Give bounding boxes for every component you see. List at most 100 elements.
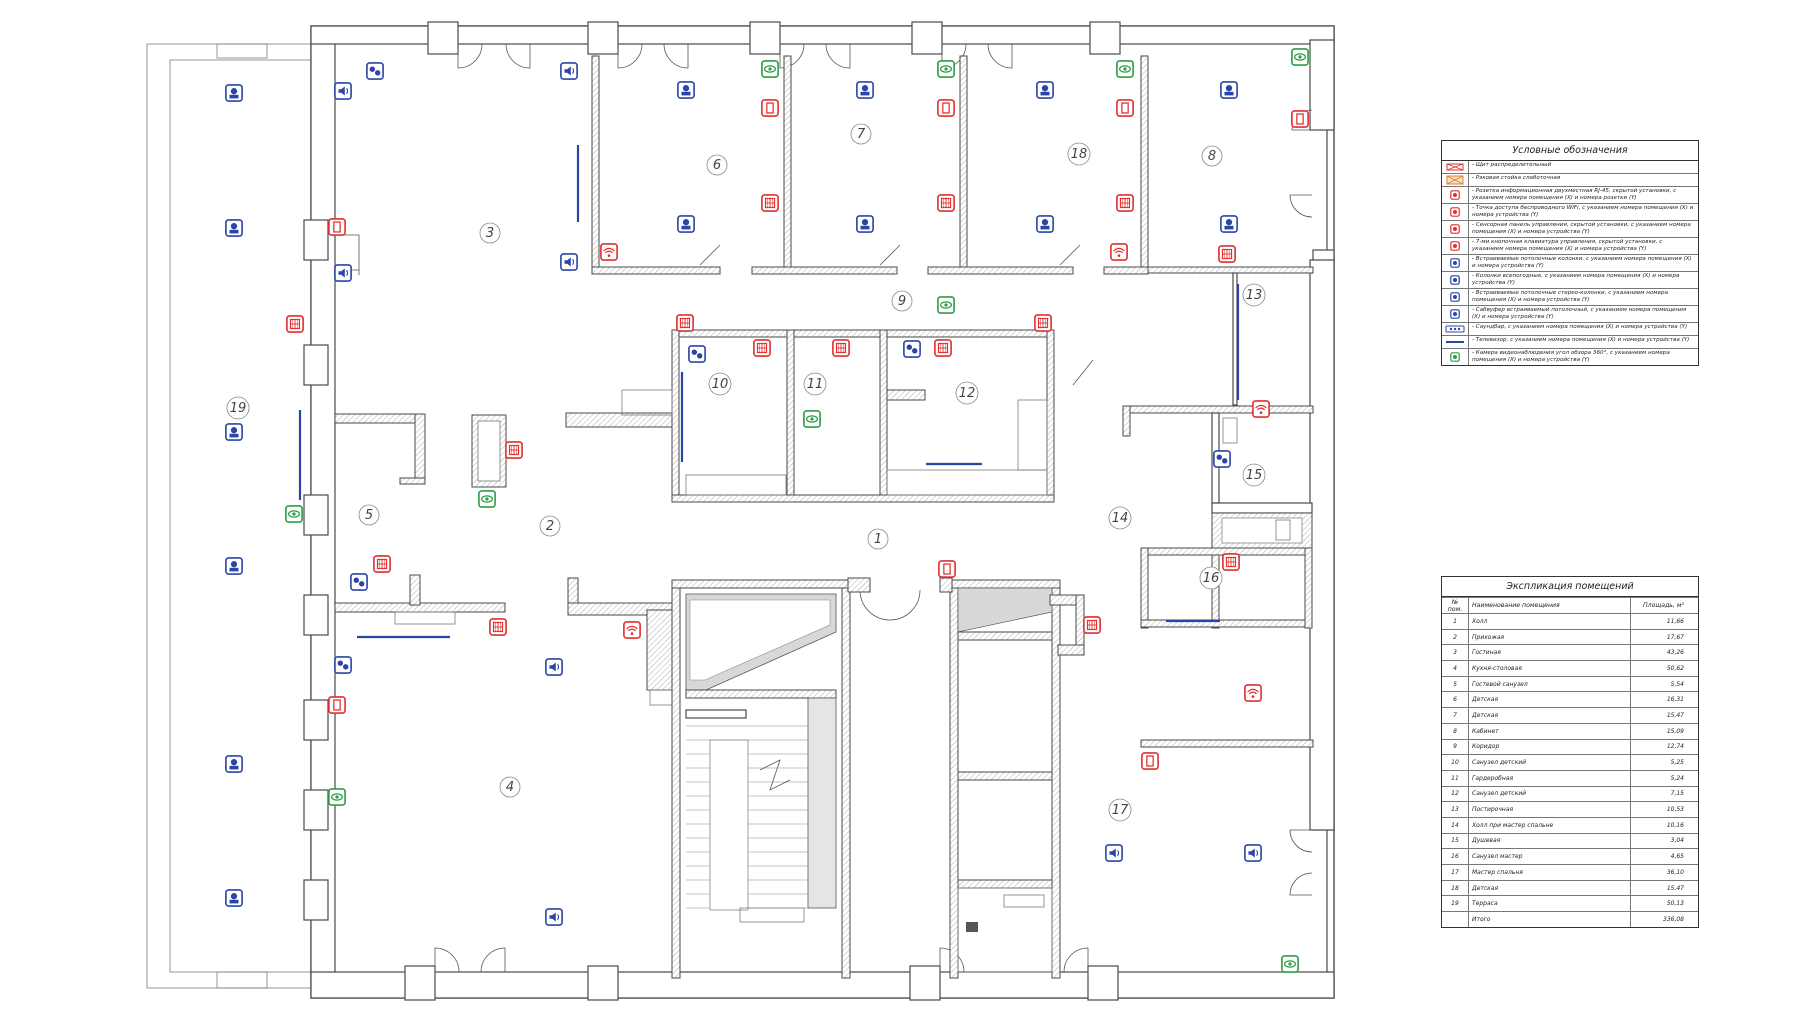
- touch-panel-icon: [937, 99, 955, 117]
- room-label-12: 12: [955, 381, 979, 405]
- room-name: Санузел мастер: [1468, 848, 1631, 865]
- room-schedule-header: № пом. Наименование помещения Площадь, м…: [1442, 597, 1698, 614]
- room-area: 7,15: [1630, 785, 1698, 802]
- room-num: 15: [1442, 832, 1469, 849]
- distribution-panel-icon: [1442, 161, 1469, 173]
- tv-markers: [298, 145, 1240, 639]
- svg-text:14: 14: [1112, 511, 1129, 526]
- touch-panel-icon: [1141, 752, 1159, 770]
- touch-panel-icon: [938, 560, 956, 578]
- room-label-9: 9: [891, 290, 913, 312]
- room-num: 3: [1442, 644, 1469, 661]
- svg-text:16: 16: [1203, 571, 1220, 586]
- svg-text:10: 10: [712, 377, 729, 392]
- wifi-icon: [1244, 684, 1262, 702]
- exterior-walls: [303, 21, 1335, 1001]
- room-area: 36,10: [1630, 864, 1698, 881]
- ceiling-speaker-icon: [225, 423, 243, 441]
- room-label-17: 17: [1108, 798, 1132, 822]
- legend-item-text: - Саундбар, с указанием номера помещения…: [1472, 324, 1688, 330]
- total-area: 336,08: [1630, 911, 1698, 927]
- legend-item: - Розетка информационная двухместная RJ-…: [1442, 187, 1698, 204]
- svg-text:13: 13: [1246, 288, 1263, 303]
- room-area: 5,24: [1630, 769, 1698, 787]
- bedroom-block-walls: [591, 55, 1314, 414]
- network-devices: [286, 99, 1309, 770]
- network-socket-icon: [1034, 314, 1052, 332]
- room-num: 4: [1442, 660, 1469, 677]
- room-name: Терраса: [1468, 895, 1631, 912]
- network-socket-icon: [676, 314, 694, 332]
- camera-icon: [1291, 48, 1309, 66]
- room-num: 13: [1442, 801, 1469, 818]
- network-socket-icon: [505, 441, 523, 459]
- room-area: 5,54: [1630, 675, 1698, 692]
- ceiling-speaker-icon: [1442, 255, 1469, 271]
- wifi-icon: [1110, 243, 1128, 261]
- svg-text:7: 7: [857, 127, 866, 142]
- room-label-8: 8: [1201, 145, 1223, 167]
- ceiling-speaker-icon: [225, 755, 243, 773]
- ceiling-speaker-icon: [225, 84, 243, 102]
- legend-item-text: - Сабвуфер встраиваемый потолочный, с ук…: [1472, 307, 1687, 320]
- legend-item: - Рэковая стойка слаботочная: [1442, 174, 1698, 187]
- wall-speaker-icon: [334, 264, 352, 282]
- ceiling-speaker-icon: [1220, 215, 1238, 233]
- ceiling-speaker-icon: [225, 557, 243, 575]
- camera-devices: [285, 48, 1309, 973]
- room-area: 12,74: [1630, 738, 1698, 755]
- room-label-14: 14: [1108, 506, 1132, 530]
- rj45-socket-icon: [1442, 187, 1469, 203]
- room-name: Коридор: [1468, 738, 1631, 755]
- room-area: 15,47: [1630, 707, 1698, 724]
- room-area: 15,09: [1630, 722, 1698, 739]
- room-area: 11,66: [1630, 613, 1698, 630]
- ceiling-speaker-icon: [1036, 81, 1054, 99]
- legend-item-text: - Встраиваемые потолочные колонки, с ука…: [1472, 256, 1692, 269]
- room-num: 8: [1442, 722, 1469, 739]
- camera-icon: [761, 60, 779, 78]
- camera-icon: [478, 490, 496, 508]
- ceiling-speaker-icon: [677, 215, 695, 233]
- room-name: Гостиная: [1468, 644, 1631, 661]
- room-num: 18: [1442, 879, 1469, 896]
- touch-panel-icon: [1116, 99, 1134, 117]
- ceiling-speaker-icon: [1036, 215, 1054, 233]
- room-label-10: 10: [708, 372, 732, 396]
- touch-panel-icon: [761, 99, 779, 117]
- camera-icon: [285, 505, 303, 523]
- wifi-icon: [600, 243, 618, 261]
- network-socket-icon: [1083, 616, 1101, 634]
- room-schedule: № пом. Наименование помещения Площадь, м…: [1442, 597, 1698, 927]
- legend-item: - Сенсорная панель управления, скрытой у…: [1442, 221, 1698, 238]
- room-labels: 1 2 3 4 5 6 7 8 9 10 11 12 13 14 15 16 1…: [226, 123, 1266, 822]
- room-label-16: 16: [1199, 566, 1223, 590]
- room-area: 43,26: [1630, 644, 1698, 661]
- camera-icon: [1116, 60, 1134, 78]
- touch-panel-icon: [328, 218, 346, 236]
- rack-cabinet-icon: [1442, 174, 1469, 186]
- room-name: Постирочная: [1468, 801, 1631, 818]
- room-area: 17,67: [1630, 628, 1698, 645]
- legend-item: - Саундбар, с указанием номера помещения…: [1442, 323, 1698, 336]
- room-name: Душевая: [1468, 832, 1631, 849]
- room-name: Холл: [1468, 613, 1631, 630]
- network-socket-icon: [937, 194, 955, 212]
- camera-icon: [328, 788, 346, 806]
- legend-item: - Встраиваемые потолочные стерео-колонки…: [1442, 289, 1698, 306]
- wall-speaker-icon: [1244, 844, 1262, 862]
- room-num: 9: [1442, 738, 1469, 755]
- room-num: 11: [1442, 769, 1469, 787]
- room-name: Кухня-столовая: [1468, 660, 1631, 677]
- room-label-7: 7: [850, 123, 872, 145]
- ceiling-speaker-icon: [1220, 81, 1238, 99]
- room-name: Детская: [1468, 707, 1631, 724]
- room-label-1: 1: [867, 528, 889, 550]
- total-label: Итого: [1468, 911, 1631, 927]
- room-area: 5,25: [1630, 754, 1698, 771]
